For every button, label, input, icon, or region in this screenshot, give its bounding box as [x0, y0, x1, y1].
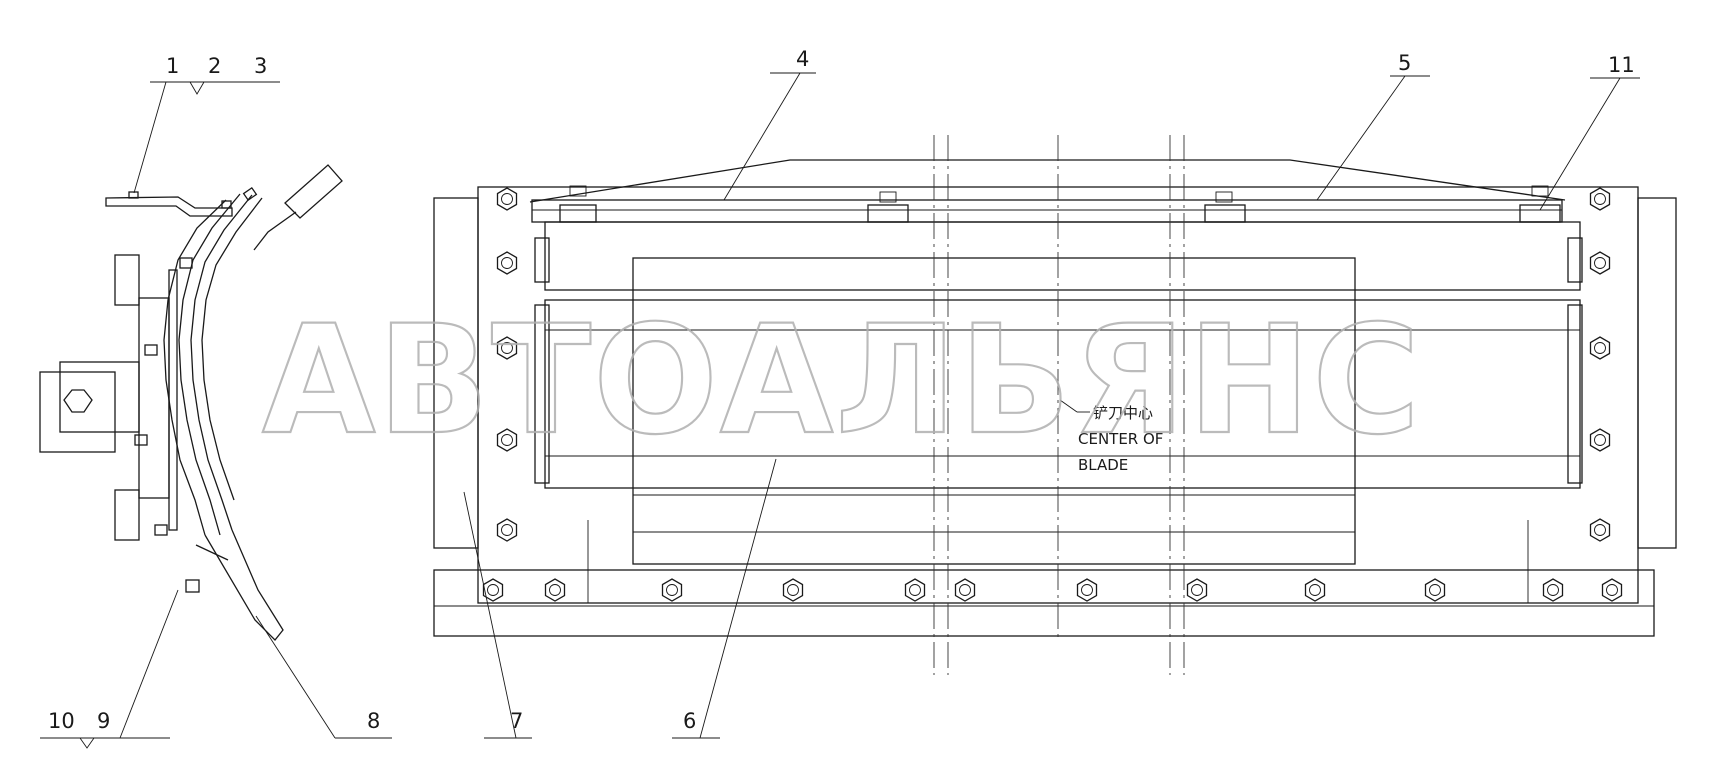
hex-nut: [1424, 578, 1446, 602]
hex-nut-hole: [1606, 584, 1618, 596]
callout-11: 11: [1608, 53, 1635, 77]
hex-nut-hole: [1594, 434, 1606, 446]
hex-nut-hole: [1429, 584, 1441, 596]
side-bolts: [134, 186, 258, 593]
callout-7: 7: [510, 709, 523, 733]
hex-nut-hole: [501, 193, 513, 205]
center-note-line1: CENTER OF: [1078, 430, 1163, 448]
hex-nut-hole: [1594, 342, 1606, 354]
callout-numbers: 1 2 3 4 5 11 10 9 8 7 6: [48, 47, 1635, 733]
hex-nut-hole: [549, 584, 561, 596]
hex-nut-hole: [1309, 584, 1321, 596]
break-lines: [933, 135, 1185, 675]
hex-nut-hole: [487, 584, 499, 596]
center-note-line2: BLADE: [1078, 456, 1128, 474]
center-of-blade-note: 铲刀中心 CENTER OF BLADE: [1078, 404, 1163, 474]
hex-nut-hole: [1081, 584, 1093, 596]
callout-10: 10: [48, 709, 75, 733]
hex-nut: [1589, 518, 1611, 542]
hex-nut: [1601, 578, 1623, 602]
hex-nut-hole: [1547, 584, 1559, 596]
callout-1: 1: [166, 54, 179, 78]
callout-8: 8: [367, 709, 380, 733]
hex-nut: [1186, 578, 1208, 602]
callout-2: 2: [208, 54, 221, 78]
hex-nut: [1542, 578, 1564, 602]
hex-nut: [782, 578, 804, 602]
hex-nut-hole: [501, 434, 513, 446]
hex-nut: [544, 578, 566, 602]
hex-nut: [954, 578, 976, 602]
callout-4: 4: [796, 47, 809, 71]
hex-nut: [496, 428, 518, 452]
side-view: [39, 164, 343, 641]
center-note-cn: 铲刀中心: [1093, 404, 1153, 422]
callout-5: 5: [1398, 51, 1411, 75]
hex-nut-hole: [909, 584, 921, 596]
hex-nut-hole: [959, 584, 971, 596]
hex-nut: [904, 578, 926, 602]
hex-nut-hole: [501, 342, 513, 354]
callout-6: 6: [683, 709, 696, 733]
hex-nut: [1076, 578, 1098, 602]
hex-nut: [496, 251, 518, 275]
hex-nut-hole: [787, 584, 799, 596]
hex-nut-hole: [1594, 193, 1606, 205]
callout-9: 9: [97, 709, 110, 733]
watermark-text: АВТОАЛЬЯНС: [262, 294, 1422, 468]
hex-nut: [496, 187, 518, 211]
hex-nut-hole: [1594, 257, 1606, 269]
callout-3: 3: [254, 54, 267, 78]
hex-nut: [1589, 336, 1611, 360]
hex-nut-hole: [1191, 584, 1203, 596]
hex-nut: [496, 336, 518, 360]
front-view: [433, 135, 1677, 675]
hex-nut: [1589, 428, 1611, 452]
hex-nuts: [482, 187, 1623, 602]
hex-nut: [1589, 251, 1611, 275]
hex-nut: [496, 518, 518, 542]
hex-nut-hole: [1594, 524, 1606, 536]
hex-nut-hole: [501, 524, 513, 536]
hex-nut-hole: [501, 257, 513, 269]
leader-lines: [40, 72, 1640, 749]
hex-nut-hole: [666, 584, 678, 596]
hex-nut: [1304, 578, 1326, 602]
hex-nut: [661, 578, 683, 602]
hex-nut: [1589, 187, 1611, 211]
